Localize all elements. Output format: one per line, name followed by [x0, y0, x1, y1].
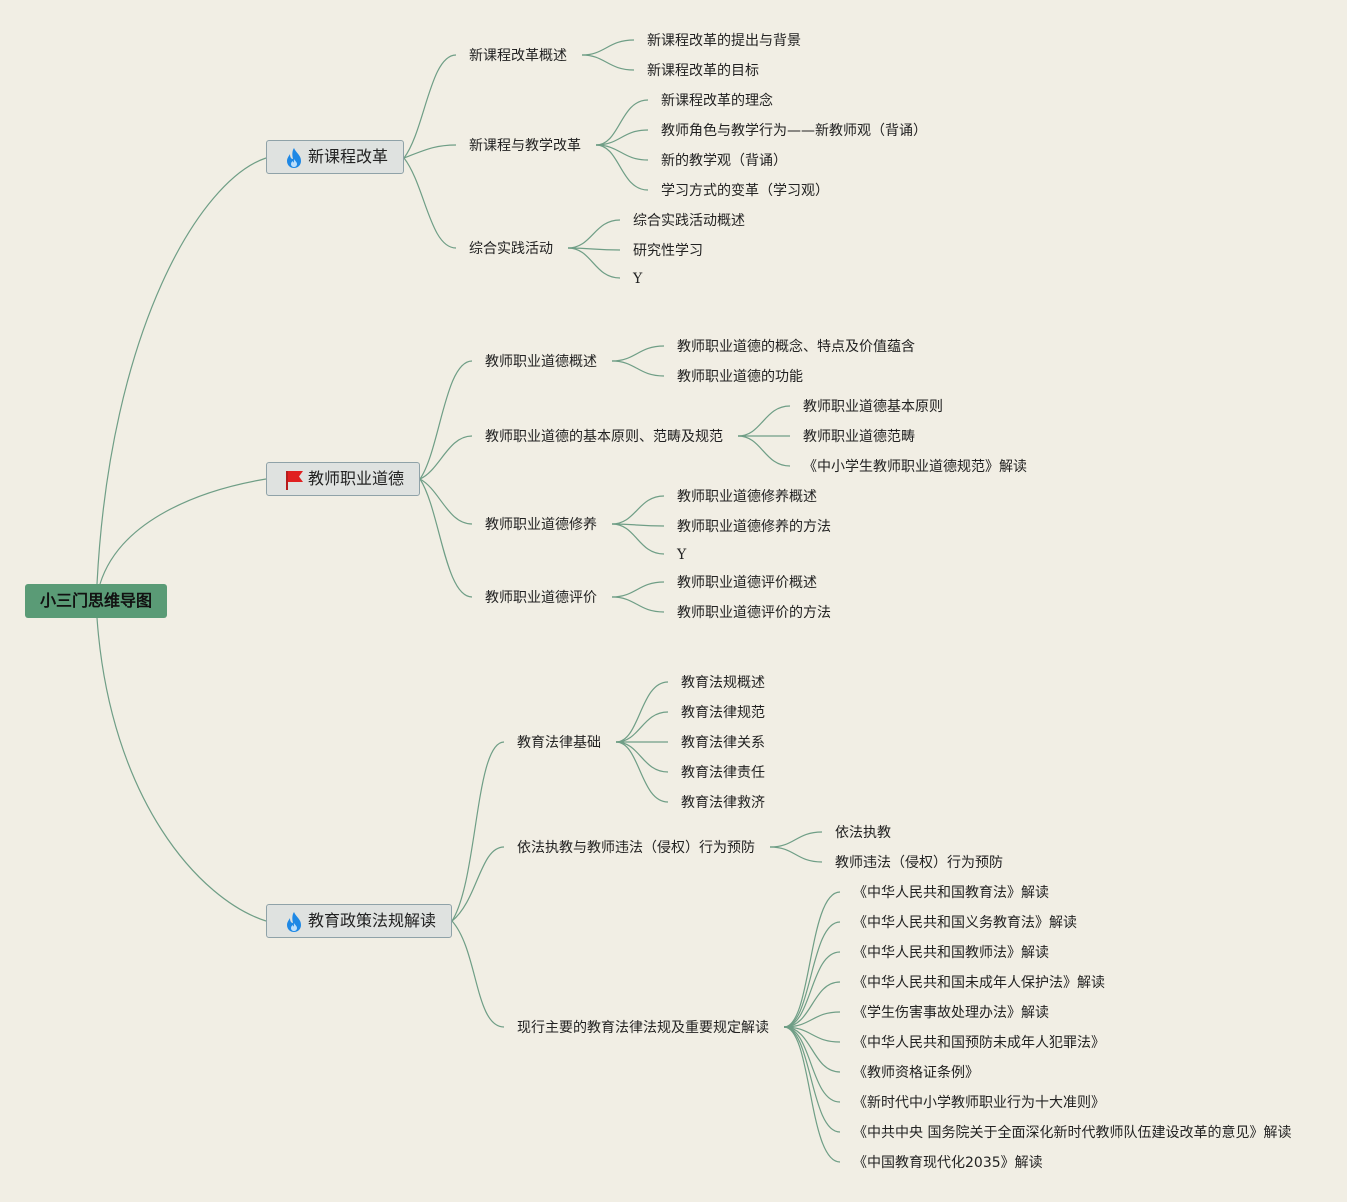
leaf-topic[interactable]: 教师职业道德的概念、特点及价值蕴含: [677, 339, 915, 355]
leaf-topic[interactable]: 教师职业道德评价的方法: [677, 605, 831, 621]
leaf-topic[interactable]: 教师职业道德范畴: [803, 429, 915, 445]
leaf-topic[interactable]: 《中华人民共和国未成年人保护法》解读: [853, 975, 1105, 991]
leaf-topic[interactable]: 教育法规概述: [681, 675, 765, 691]
red-flag-icon: [284, 469, 304, 491]
main-topic-label: 新课程改革: [308, 147, 389, 166]
subtopic[interactable]: 教师职业道德修养: [485, 517, 597, 533]
leaf-topic[interactable]: 教师职业道德修养概述: [677, 489, 817, 505]
leaf-topic[interactable]: 新课程改革的理念: [661, 93, 773, 109]
leaf-topic[interactable]: 研究性学习: [633, 243, 703, 259]
leaf-topic[interactable]: 《中小学生教师职业道德规范》解读: [803, 459, 1027, 475]
leaf-topic[interactable]: Y: [677, 547, 687, 563]
leaf-topic[interactable]: 《中华人民共和国义务教育法》解读: [853, 915, 1077, 931]
leaf-topic[interactable]: 《中国教育现代化2035》解读: [853, 1155, 1043, 1171]
subtopic[interactable]: 教师职业道德的基本原则、范畴及规范: [485, 429, 723, 445]
leaf-topic[interactable]: 教育法律责任: [681, 765, 765, 781]
link-root-n2: [99, 478, 267, 585]
link-n3-c1: [451, 741, 505, 922]
leaf-topic[interactable]: 《新时代中小学教师职业行为十大准则》: [853, 1095, 1105, 1111]
leaf-topic[interactable]: 《中华人民共和国教育法》解读: [853, 885, 1049, 901]
leaf-topic[interactable]: 依法执教: [835, 825, 891, 841]
leaf-topic[interactable]: 教师违法（侵权）行为预防: [835, 855, 1003, 871]
leaf-topic[interactable]: 教师职业道德修养的方法: [677, 519, 831, 535]
link-n1-c1: [403, 54, 457, 159]
leaf-topic[interactable]: 《中华人民共和国教师法》解读: [853, 945, 1049, 961]
link-n2-c1: [419, 360, 473, 480]
subtopic[interactable]: 教师职业道德评价: [485, 590, 597, 606]
root-topic[interactable]: 小三门思维导图: [25, 584, 167, 618]
main-topic-label: 教育政策法规解读: [308, 911, 437, 930]
subtopic[interactable]: 新课程改革概述: [469, 48, 567, 64]
subtopic[interactable]: 教育法律基础: [517, 735, 601, 751]
subtopic[interactable]: 现行主要的教育法律法规及重要规定解读: [517, 1020, 769, 1036]
main-topic-teacher-ethics[interactable]: 教师职业道德: [266, 462, 420, 496]
leaf-topic[interactable]: 教师职业道德基本原则: [803, 399, 943, 415]
link-n3-c2: [451, 846, 505, 922]
leaf-topic[interactable]: 新课程改革的目标: [647, 63, 759, 79]
subtopic[interactable]: 新课程与教学改革: [469, 138, 581, 154]
link-n2-c3: [419, 478, 473, 525]
subtopic[interactable]: 教师职业道德概述: [485, 354, 597, 370]
leaf-topic[interactable]: 教师职业道德的功能: [677, 369, 803, 385]
subtopic[interactable]: 综合实践活动: [469, 241, 553, 257]
leaf-topic[interactable]: 教育法律关系: [681, 735, 765, 751]
leaf-topic[interactable]: 《教师资格证条例》: [853, 1065, 979, 1081]
link-n1-c3: [403, 157, 457, 249]
leaf-topic[interactable]: 《中共中央 国务院关于全面深化新时代教师队伍建设改革的意见》解读: [853, 1125, 1292, 1141]
link-n3-c3: [451, 920, 505, 1028]
main-topic-education-law[interactable]: 教育政策法规解读: [266, 904, 452, 938]
leaf-topic[interactable]: 教育法律规范: [681, 705, 765, 721]
leaf-topic[interactable]: Y: [633, 271, 643, 287]
leaf-topic[interactable]: 教育法律救济: [681, 795, 765, 811]
link-root-n1: [96, 157, 267, 585]
leaf-topic[interactable]: 学习方式的变革（学习观）: [661, 183, 829, 199]
subtopic[interactable]: 依法执教与教师违法（侵权）行为预防: [517, 840, 755, 856]
link-n1-c2: [403, 144, 457, 159]
leaf-topic[interactable]: 《中华人民共和国预防未成年人犯罪法》: [853, 1035, 1105, 1051]
main-topic-label: 教师职业道德: [308, 469, 405, 488]
leaf-topic[interactable]: 教师职业道德评价概述: [677, 575, 817, 591]
leaf-topic[interactable]: 综合实践活动概述: [633, 213, 745, 229]
fire-icon: [284, 911, 304, 933]
link-root-n3: [96, 617, 267, 922]
leaf-topic[interactable]: 新课程改革的提出与背景: [647, 33, 801, 49]
leaf-topic[interactable]: 新的教学观（背诵）: [661, 153, 787, 169]
fire-icon: [284, 147, 304, 169]
leaf-topic[interactable]: 《学生伤害事故处理办法》解读: [853, 1005, 1049, 1021]
main-topic-new-curriculum[interactable]: 新课程改革: [266, 140, 404, 174]
link-n2-c4: [419, 478, 473, 598]
link-n2-c2: [419, 435, 473, 480]
leaf-topic[interactable]: 教师角色与教学行为——新教师观（背诵）: [661, 123, 927, 139]
